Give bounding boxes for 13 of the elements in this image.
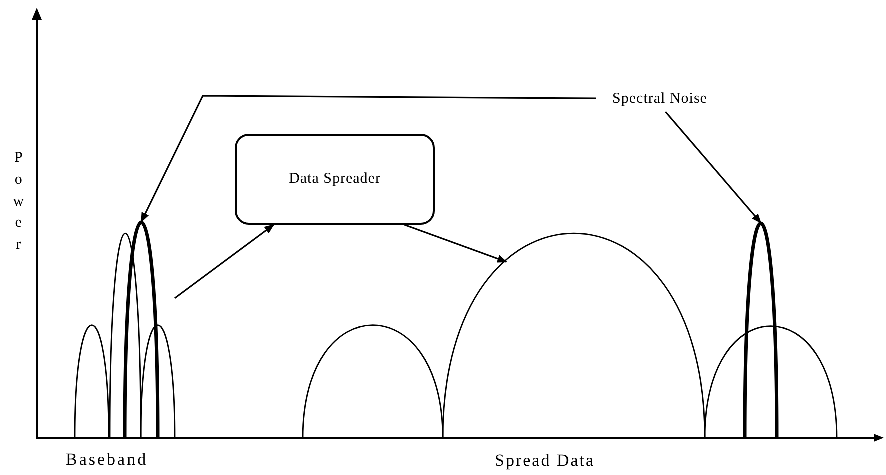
arrow (665, 111, 762, 224)
axis-label: Power (13, 149, 24, 255)
axis-label: Spread Data (495, 450, 596, 472)
spectrum-lobes (74, 234, 176, 438)
arrow (174, 224, 275, 300)
axis-label: Baseband (66, 449, 148, 471)
noise-spike (123, 222, 160, 438)
arrow (140, 95, 596, 223)
process-box: Data Spreader (235, 134, 435, 225)
callout-text: Spectral Noise (596, 86, 724, 112)
arrow (404, 224, 508, 263)
noise-spike (743, 224, 779, 438)
spectrum-lobes (442, 233, 706, 438)
